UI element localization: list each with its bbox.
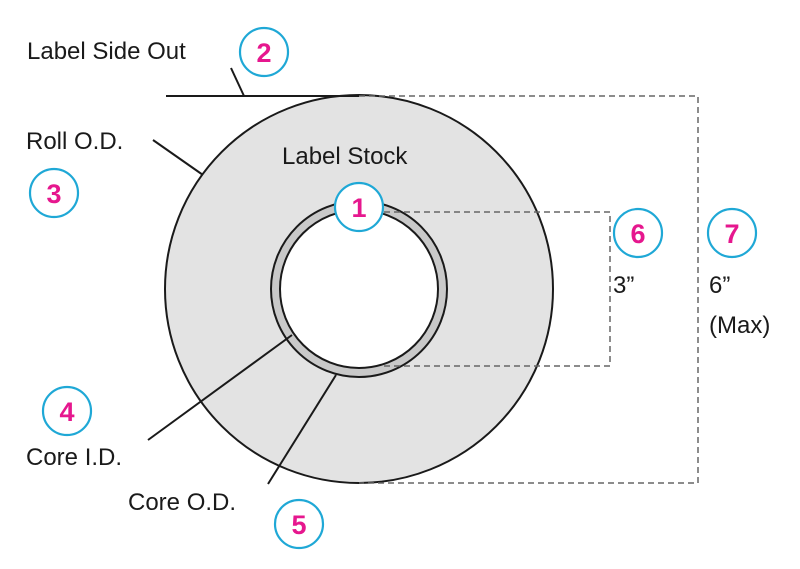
core-dimension-label: 3” <box>613 272 634 299</box>
badge-5: 5 <box>273 498 325 550</box>
label-stock-label: Label Stock <box>282 143 408 170</box>
core-inner-circle <box>279 209 439 369</box>
label-side-out-label: Label Side Out <box>27 38 186 65</box>
roll-dimension-lines <box>359 95 699 484</box>
label-side-out-leader <box>230 67 245 97</box>
roll-od-label: Roll O.D. <box>26 128 123 155</box>
roll-dimension-note: (Max) <box>709 312 770 339</box>
badge-1-number: 1 <box>351 193 366 223</box>
core-od-label: Core O.D. <box>128 489 236 516</box>
badge-3-number: 3 <box>46 179 61 209</box>
roll-od-leader <box>152 139 204 176</box>
core-od-leader <box>267 374 337 485</box>
badge-3: 3 <box>28 167 80 219</box>
core-id-label: Core I.D. <box>26 444 122 471</box>
roll-dimension-label: 6” <box>709 272 730 299</box>
badge-7: 7 <box>706 207 758 259</box>
badge-6-number: 6 <box>630 219 645 249</box>
badge-2: 2 <box>238 26 290 78</box>
badge-4-number: 4 <box>59 397 74 427</box>
core-dimension-lines <box>384 211 611 367</box>
badge-6: 6 <box>612 207 664 259</box>
badge-5-number: 5 <box>291 510 306 540</box>
badge-2-number: 2 <box>256 38 271 68</box>
badge-1: 1 <box>333 181 385 233</box>
core-id-leader <box>147 334 293 441</box>
badge-7-number: 7 <box>724 219 739 249</box>
badge-4: 4 <box>41 385 93 437</box>
